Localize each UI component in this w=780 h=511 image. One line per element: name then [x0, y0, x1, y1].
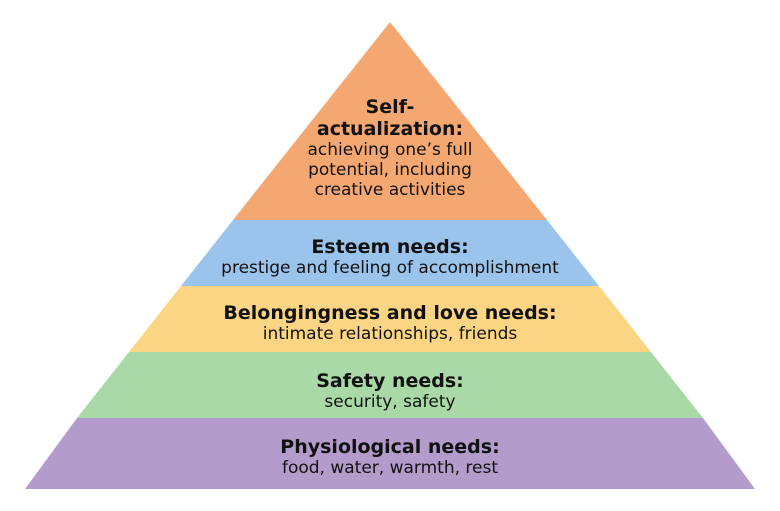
- level-title: Belongingness and love needs:: [223, 302, 557, 324]
- level-description: security, safety: [324, 392, 456, 412]
- level-belonging: Belongingness and love needs: intimate r…: [0, 302, 780, 344]
- level-esteem: Esteem needs: prestige and feeling of ac…: [0, 236, 780, 278]
- level-safety-band: [77, 352, 703, 418]
- level-description: prestige and feeling of accomplishment: [221, 258, 559, 278]
- level-description: achieving one’s full potential, includin…: [307, 140, 473, 200]
- level-description: food, water, warmth, rest: [281, 458, 499, 478]
- level-physiological: Physiological needs: food, water, warmth…: [0, 436, 780, 478]
- level-belonging-band: [129, 286, 651, 352]
- level-title: Self-actualization:: [316, 96, 464, 140]
- level-description: intimate relationships, friends: [262, 324, 518, 344]
- level-safety: Safety needs: security, safety: [0, 370, 780, 412]
- level-self-actualization-band: [233, 22, 547, 220]
- level-self-actualization: Self-actualization: achieving one’s full…: [0, 96, 780, 200]
- level-title: Safety needs:: [316, 370, 464, 392]
- level-title: Esteem needs:: [311, 236, 469, 258]
- level-esteem-band: [181, 220, 599, 286]
- level-title: Physiological needs:: [280, 436, 500, 458]
- level-physiological-band: [25, 418, 755, 489]
